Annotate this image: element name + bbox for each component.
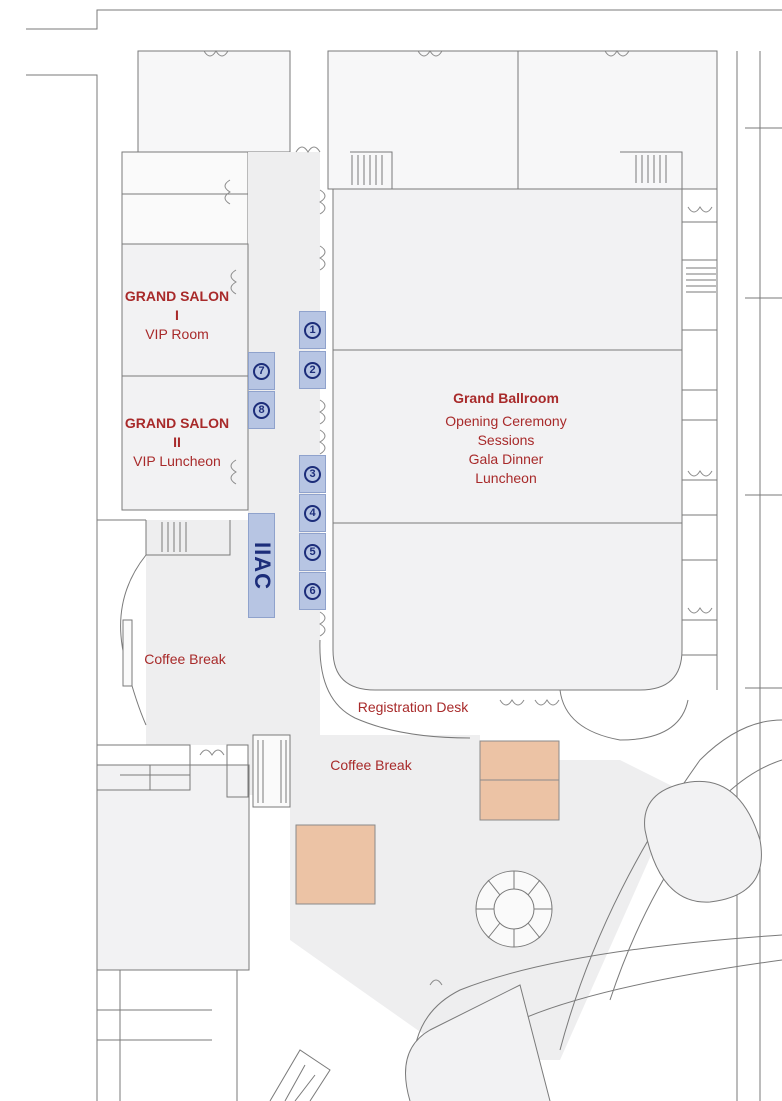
grand-salon-1-number: I xyxy=(175,307,179,323)
booth-5[interactable]: 5 xyxy=(299,533,326,571)
booth-3-number: 3 xyxy=(304,465,321,483)
booth-6[interactable]: 6 xyxy=(299,572,326,610)
coffee-break-foyer-label: Coffee Break xyxy=(330,757,412,773)
booth-3[interactable]: 3 xyxy=(299,455,326,493)
grand-ballroom-room xyxy=(332,188,683,691)
booth-2[interactable]: 2 xyxy=(299,351,326,389)
booth-7[interactable]: 7 xyxy=(248,352,275,390)
grand-salon-1-name: GRAND SALON xyxy=(124,288,230,304)
grand-ballroom-use-2: Sessions xyxy=(477,432,535,448)
room-left-small xyxy=(121,151,249,245)
grand-salon-2-label: GRAND SALON II VIP Luncheon xyxy=(118,414,236,471)
booth-4-number: 4 xyxy=(304,504,321,522)
booth-2-number: 2 xyxy=(304,361,321,379)
booth-8-number: 8 xyxy=(253,401,270,419)
grand-salon-1-use: VIP Room xyxy=(145,326,209,342)
room-top-mid xyxy=(327,50,519,190)
table-lobby xyxy=(295,824,376,905)
registration-desk-label: Registration Desk xyxy=(357,699,469,715)
booth-6-number: 6 xyxy=(304,582,321,600)
outer-wall-left xyxy=(26,74,98,1101)
grand-salon-2-name: GRAND SALON xyxy=(124,415,230,431)
grand-ballroom-use-4: Luncheon xyxy=(475,470,537,486)
grand-salon-2-room xyxy=(121,375,249,511)
coffee-break-west-label: Coffee Break xyxy=(144,651,226,667)
grand-ballroom-use-3: Gala Dinner xyxy=(468,451,544,467)
booth-1[interactable]: 1 xyxy=(299,311,326,349)
grand-ballroom-label: Grand Ballroom Opening Ceremony Sessions… xyxy=(420,389,592,488)
booth-7-number: 7 xyxy=(253,362,270,380)
room-top-right xyxy=(517,50,718,190)
grand-salon-2-number: II xyxy=(173,434,181,450)
booth-5-number: 5 xyxy=(304,543,321,561)
booth-8[interactable]: 8 xyxy=(248,391,275,429)
booth-iiac-label: IIAC xyxy=(249,541,275,590)
grand-salon-1-label: GRAND SALON I VIP Room xyxy=(118,287,236,344)
outer-wall-top xyxy=(26,9,782,30)
room-top-left xyxy=(137,50,291,153)
booth-1-number: 1 xyxy=(304,321,321,339)
grand-ballroom-use-1: Opening Ceremony xyxy=(445,413,567,429)
room-bottom-left xyxy=(96,764,250,971)
booth-4[interactable]: 4 xyxy=(299,494,326,532)
grand-salon-2-use: VIP Luncheon xyxy=(133,453,221,469)
booth-iiac[interactable]: IIAC xyxy=(248,513,275,618)
grand-ballroom-name: Grand Ballroom xyxy=(453,390,559,406)
